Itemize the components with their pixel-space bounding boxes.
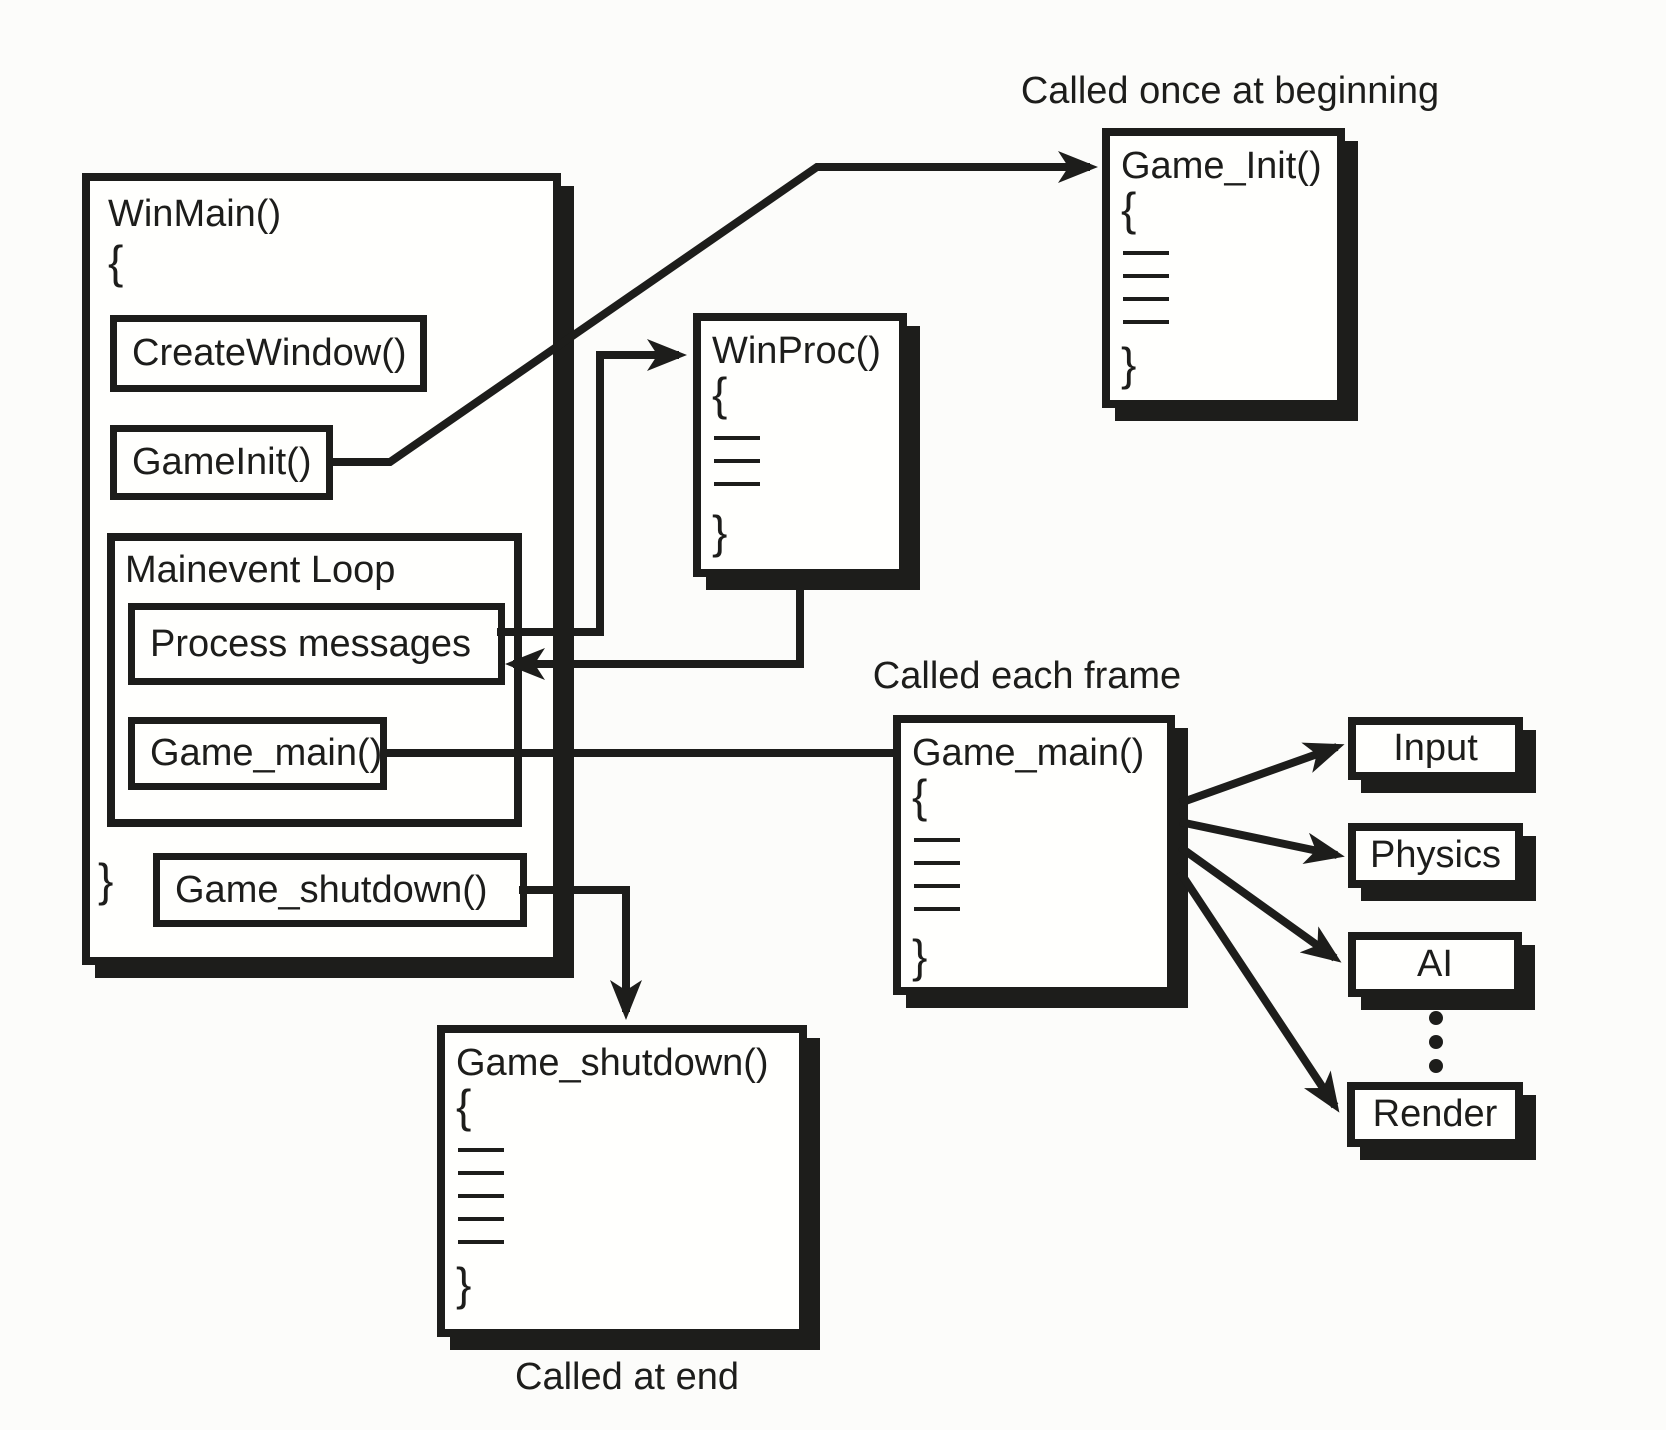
game-shutdown-inner-label: Game_shutdown() (175, 868, 488, 911)
game-main-code-lines (914, 838, 960, 930)
winproc-close-brace: } (712, 506, 728, 558)
game-shutdown-callout-title: Game_shutdown() (456, 1042, 769, 1084)
winmain-close-brace: } (98, 854, 114, 906)
process-messages-label: Process messages (150, 622, 472, 665)
subsystem-render-label: Render (1372, 1093, 1498, 1135)
caption-called-each-frame: Called each frame (872, 655, 1182, 697)
subsystem-ai-label: AI (1417, 943, 1453, 985)
mainevent-loop-label: Mainevent Loop (125, 549, 396, 591)
caption-called-once: Called once at beginning (1020, 70, 1440, 112)
arrow-game-main-to-render (1176, 869, 1340, 1113)
subsystem-ai-box: AI (1348, 932, 1522, 997)
game-shutdown-callout-box: Game_shutdown() { } (437, 1025, 807, 1337)
subsystem-physics-box: Physics (1348, 823, 1523, 888)
game-shutdown-code-lines (458, 1148, 504, 1263)
game-main-inner-label: Game_main() (150, 732, 383, 774)
subsystem-input-label: Input (1393, 727, 1478, 769)
game-init-close-brace: } (1121, 338, 1137, 390)
winmain-title: WinMain() (108, 193, 282, 235)
winmain-box: WinMain() { CreateWindow() GameInit() Ma… (82, 173, 561, 965)
game-init-callout-title: Game_Init() (1121, 145, 1322, 187)
winmain-open-brace: { (108, 236, 124, 288)
ellipsis-dot (1429, 1059, 1443, 1073)
game-shutdown-inner-box: Game_shutdown() (153, 853, 527, 927)
subsystem-input-box: Input (1348, 717, 1523, 780)
winproc-title: WinProc() (712, 330, 881, 372)
game-init-code-lines (1123, 251, 1169, 343)
game-main-close-brace: } (912, 930, 928, 982)
game-main-inner-box: Game_main() (128, 717, 387, 790)
ellipsis-dot (1429, 1011, 1443, 1025)
ellipsis-dot (1429, 1035, 1443, 1049)
subsystem-render-box: Render (1347, 1082, 1523, 1147)
caption-called-at-end: Called at end (515, 1356, 739, 1398)
winproc-callout-box: WinProc() { } (693, 313, 907, 577)
game-init-open-brace: { (1121, 183, 1137, 235)
game-init-callout-box: Game_Init() { } (1102, 128, 1345, 408)
winproc-open-brace: { (712, 368, 728, 420)
game-main-open-brace: { (912, 770, 928, 822)
game-main-callout-title: Game_main() (912, 732, 1145, 774)
arrow-game-main-to-physics (1179, 818, 1345, 865)
arrow-game-main-to-input (1178, 742, 1345, 807)
winproc-code-lines (714, 436, 760, 505)
game-shutdown-open-brace: { (456, 1080, 472, 1132)
gameinit-box: GameInit() (110, 425, 333, 500)
process-messages-box: Process messages (128, 603, 505, 685)
arrow-game-main-to-ai (1177, 843, 1342, 963)
gameinit-label: GameInit() (132, 441, 312, 483)
create-window-label: CreateWindow() (132, 332, 407, 374)
mainevent-loop-box: Mainevent Loop Process messages Game_mai… (107, 533, 522, 827)
game-main-callout-box: Game_main() { } (893, 715, 1175, 995)
subsystem-physics-label: Physics (1370, 834, 1501, 876)
game-shutdown-close-brace: } (456, 1258, 472, 1310)
create-window-box: CreateWindow() (110, 315, 427, 392)
